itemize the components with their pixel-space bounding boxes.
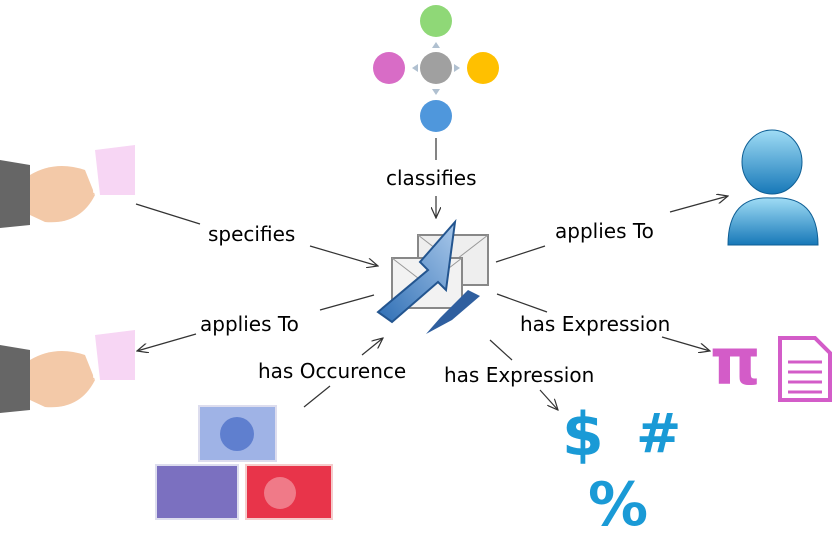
edge-label-applies-to-right: applies To xyxy=(555,219,654,243)
pi-symbol: π xyxy=(710,326,761,400)
edge-label-has-expression-bottom: has Expression xyxy=(444,363,595,387)
connectors xyxy=(136,138,728,410)
document-icon xyxy=(778,336,832,402)
edge-label-specifies: specifies xyxy=(208,222,296,246)
stamps-image xyxy=(155,405,333,520)
user-icon xyxy=(727,129,819,246)
edge-label-applies-to-left: applies To xyxy=(200,312,299,336)
handshake-icon-bottom xyxy=(0,330,135,413)
edge-label-has-expression-right: has Expression xyxy=(520,312,671,336)
percent-symbol: % xyxy=(588,470,649,540)
edge-label-classifies: classifies xyxy=(386,166,477,190)
edge-label-has-occurence: has Occurence xyxy=(258,359,407,383)
hash-symbol: # xyxy=(636,402,682,465)
classification-icon xyxy=(373,5,499,132)
central-message-icon xyxy=(376,218,489,334)
dollar-symbol: $ xyxy=(562,400,604,470)
handshake-icon-top xyxy=(0,145,135,228)
